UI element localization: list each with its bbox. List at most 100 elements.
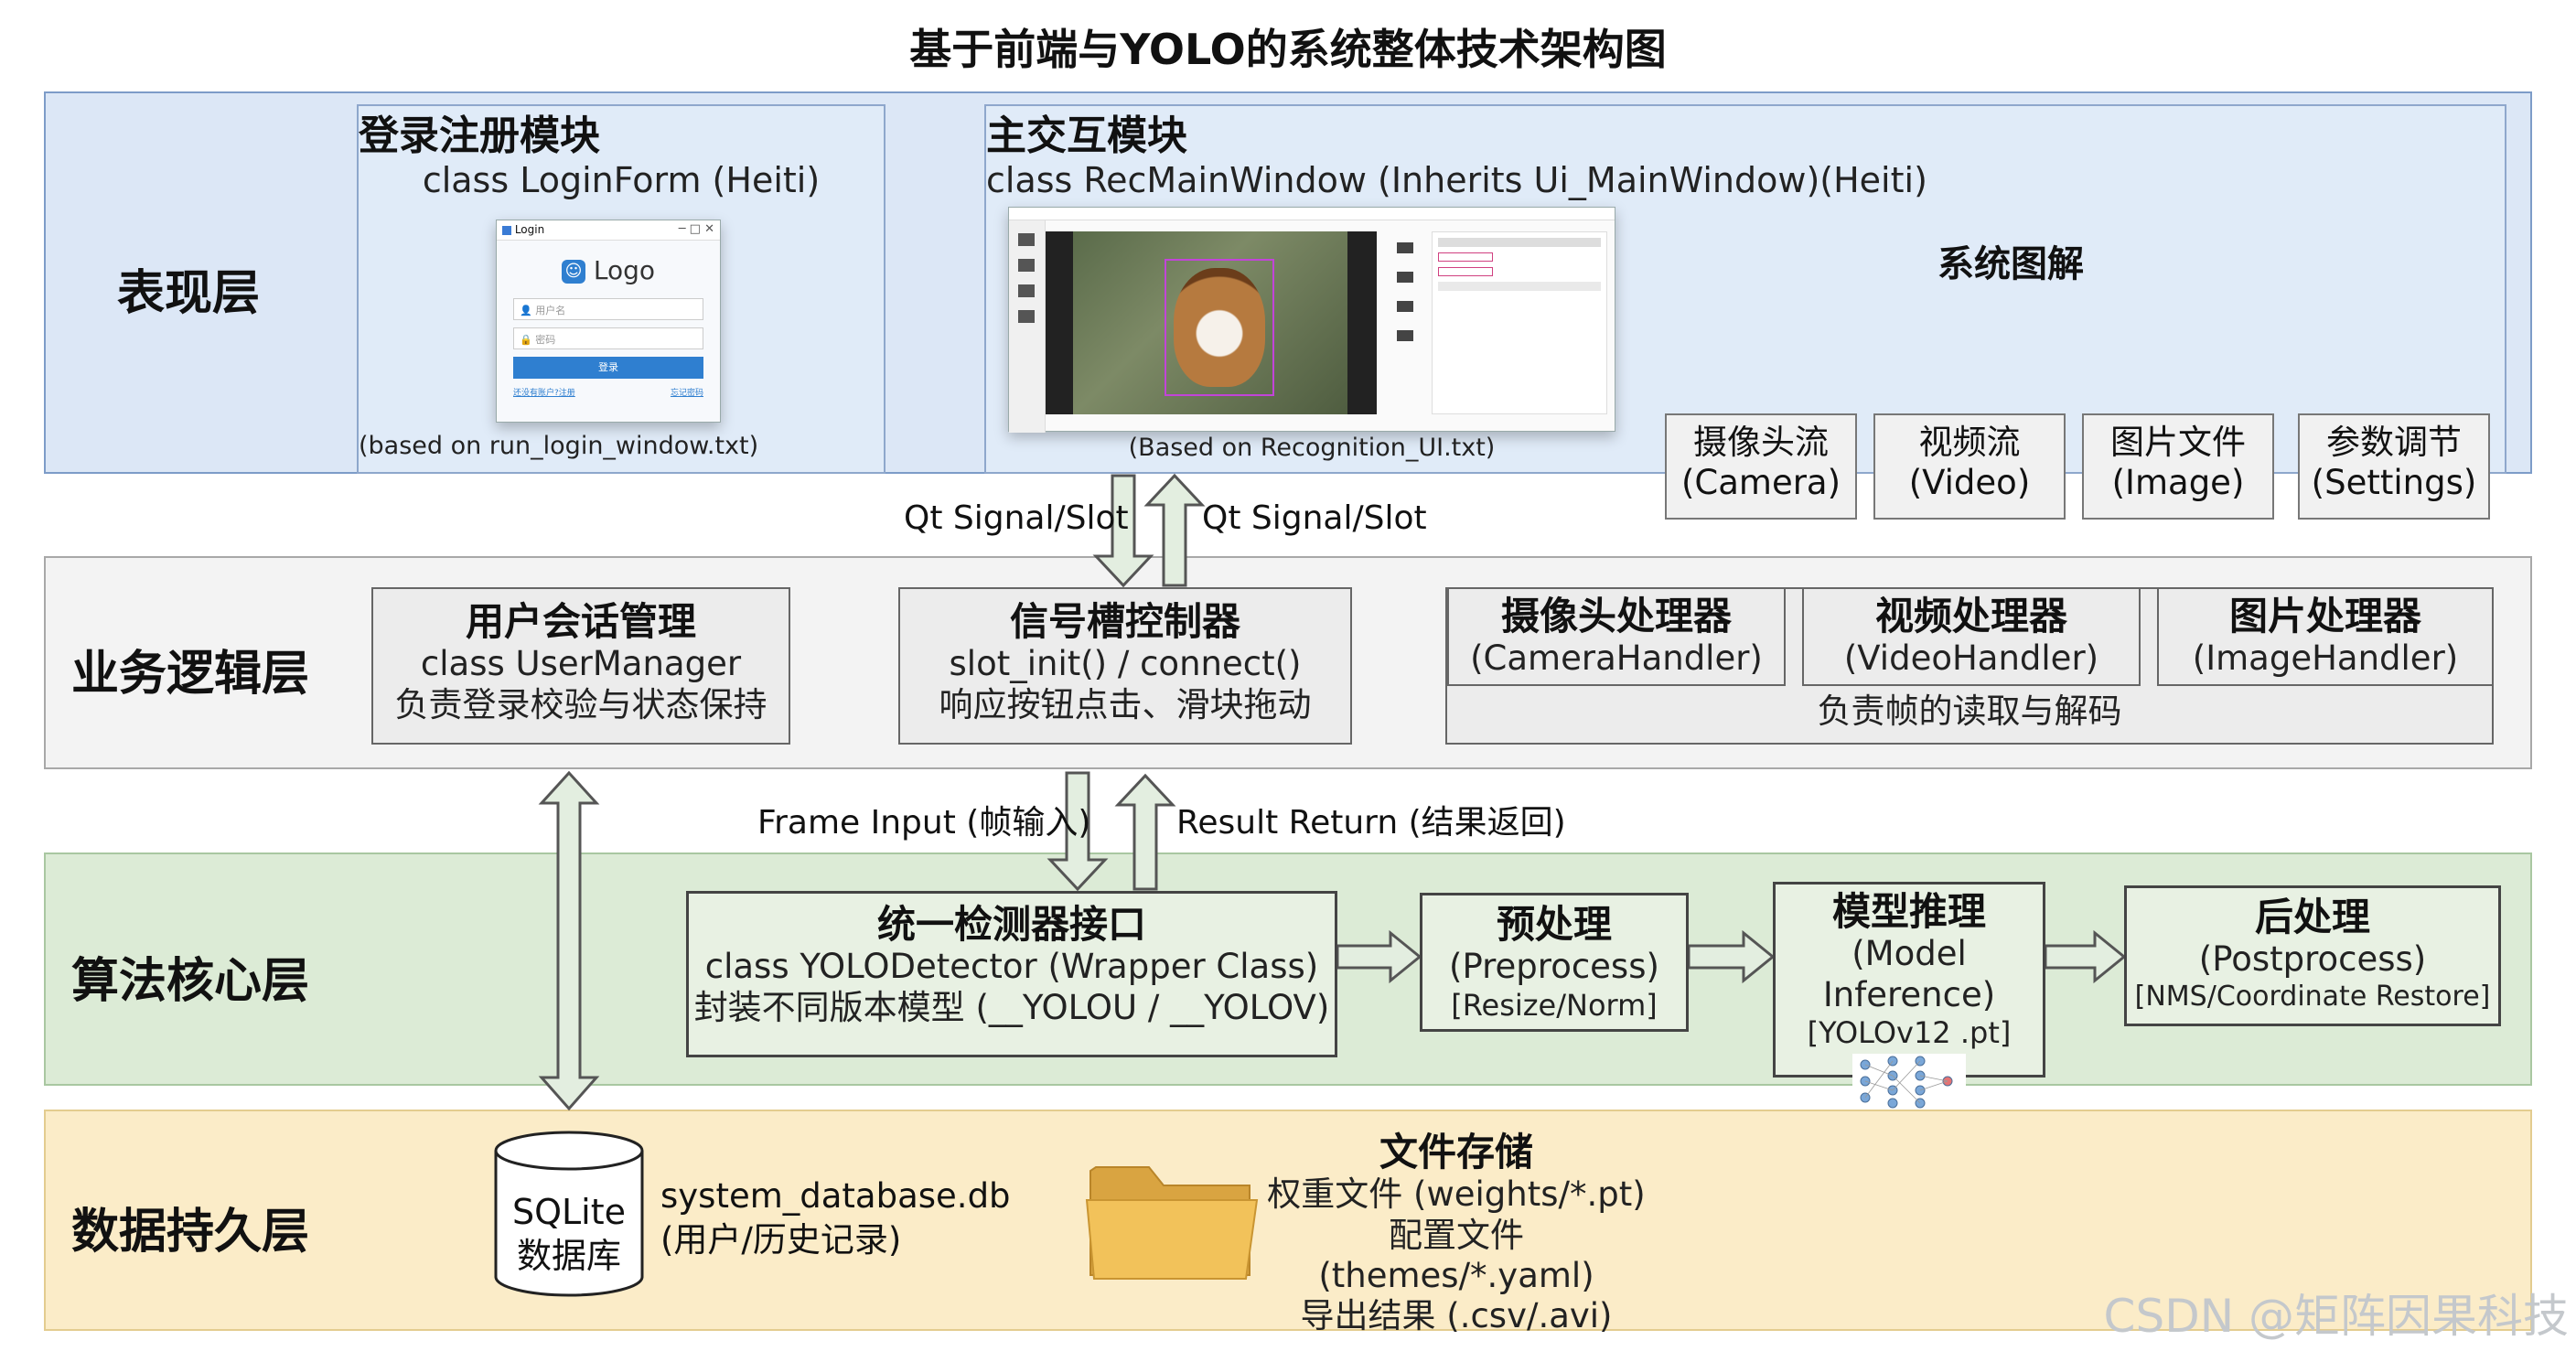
storage-export: 导出结果 (.csv/.avi) bbox=[1300, 1296, 1613, 1336]
postprocess-title: 后处理 bbox=[2254, 895, 2370, 939]
detection-box bbox=[1165, 259, 1274, 396]
database-icon bbox=[494, 1131, 644, 1297]
frame-input-label: Frame Input (帧输入) bbox=[757, 804, 1091, 842]
signal-controller-title: 信号槽控制器 bbox=[1009, 599, 1240, 644]
video-stream-box: 视频流(Video) bbox=[1873, 413, 2066, 520]
result-return-arrow bbox=[1114, 773, 1176, 891]
result-table bbox=[1432, 231, 1607, 414]
logo-text: Logo bbox=[593, 255, 656, 285]
qt-signal-label-right: Qt Signal/Slot bbox=[1202, 499, 1427, 537]
register-link[interactable]: 还没有账户?注册 bbox=[513, 389, 575, 398]
dog-figure bbox=[1174, 268, 1265, 387]
main-module-title: 主交互模块 bbox=[986, 113, 1187, 159]
neural-network-icon bbox=[1852, 1054, 1966, 1110]
detector-class: class YOLODetector (Wrapper Class) bbox=[704, 947, 1319, 987]
preprocess-box: 预处理 (Preprocess) [Resize/Norm] bbox=[1420, 893, 1689, 1032]
login-button[interactable]: 登录 bbox=[513, 357, 703, 379]
logo-icon: ☺ bbox=[561, 260, 585, 284]
unified-detector-interface: 统一检测器接口 class YOLODetector (Wrapper Clas… bbox=[686, 891, 1337, 1057]
user-session-manager: 用户会话管理 class UserManager 负责登录校验与状态保持 bbox=[371, 587, 790, 745]
main-module-note: (Based on Recognition_UI.txt) bbox=[1128, 434, 1496, 462]
preprocess-title: 预处理 bbox=[1496, 902, 1612, 947]
postprocess-box: 后处理 (Postprocess) [NMS/Coordinate Restor… bbox=[2124, 885, 2501, 1026]
diagram-title: 基于前端与YOLO的系统整体技术架构图 bbox=[909, 25, 1667, 74]
system-diagram-title: 系统图解 bbox=[1937, 243, 2084, 285]
frame-input-arrow bbox=[1046, 771, 1109, 892]
signal-slot-controller: 信号槽控制器 slot_init() / connect() 响应按钮点击、滑块… bbox=[898, 587, 1352, 745]
folder-icon bbox=[1085, 1166, 1259, 1280]
signal-controller-methods: slot_init() / connect() bbox=[949, 644, 1302, 684]
user-session-desc: 负责登录校验与状态保持 bbox=[394, 684, 767, 724]
video-handler-title: 视频处理器 bbox=[1874, 594, 2067, 638]
storage-weights: 权重文件 (weights/*.pt) bbox=[1267, 1174, 1646, 1215]
presentation-layer-label: 表现层 bbox=[117, 266, 261, 321]
video-handler: 视频处理器 (VideoHandler) bbox=[1802, 587, 2141, 686]
algorithm-layer-label: 算法核心层 bbox=[71, 954, 310, 1009]
watermark: CSDN @矩阵因果科技 bbox=[2103, 1290, 2569, 1343]
image-file-box: 图片文件(Image) bbox=[2082, 413, 2274, 520]
image-handler-title: 图片处理器 bbox=[2228, 594, 2421, 638]
user-session-class: class UserManager bbox=[420, 644, 742, 684]
inference-to-postprocess-arrow bbox=[2044, 929, 2127, 984]
settings-box: 参数调节(Settings) bbox=[2298, 413, 2490, 520]
database-label: SQLite 数据库 bbox=[511, 1192, 627, 1276]
inference-title: 模型推理 bbox=[1831, 889, 1986, 934]
qt-signal-up-arrow bbox=[1143, 473, 1206, 587]
qt-signal-label-left: Qt Signal/Slot bbox=[904, 499, 1129, 537]
camera-handler-sub: (CameraHandler) bbox=[1470, 638, 1763, 679]
window-controls-icon[interactable]: ─ □ ✕ bbox=[678, 222, 714, 236]
data-layer-label: 数据持久层 bbox=[71, 1205, 310, 1260]
recognition-sidebar bbox=[1009, 220, 1046, 433]
postprocess-sub: (Postprocess) bbox=[2198, 939, 2427, 980]
detector-desc: 封装不同版本模型 (__YOLOU / __YOLOV) bbox=[693, 987, 1330, 1027]
storage-config: 配置文件 (themes/*.yaml) bbox=[1318, 1215, 1594, 1296]
camera-stream-box: 摄像头流(Camera) bbox=[1665, 413, 1857, 520]
login-module-note: (based on run_login_window.txt) bbox=[359, 432, 759, 460]
app-icon bbox=[502, 225, 511, 235]
user-session-title: 用户会话管理 bbox=[465, 599, 696, 644]
login-module-title: 登录注册模块 bbox=[359, 113, 600, 159]
detector-to-preprocess-arrow bbox=[1336, 929, 1422, 984]
login-module: 登录注册模块 class LoginForm (Heiti) Login ─ □… bbox=[357, 104, 886, 474]
model-inference-box: 模型推理 (Model Inference) [YOLOv12 .pt] bbox=[1773, 882, 2045, 1110]
camera-handler-title: 摄像头处理器 bbox=[1500, 594, 1732, 638]
qt-signal-down-arrow bbox=[1092, 474, 1154, 588]
file-storage-title: 文件存储 bbox=[1379, 1130, 1533, 1174]
handlers-note: 负责帧的读取与解码 bbox=[1817, 692, 2122, 731]
inference-model: [YOLOv12 .pt] bbox=[1807, 1015, 2012, 1051]
recognition-window-titlebar bbox=[1009, 208, 1615, 220]
detector-title: 统一检测器接口 bbox=[876, 902, 1146, 947]
login-window-preview: Login ─ □ ✕ ☺ Logo 👤 用户名 🔒 密码 登录 还没有账户?注… bbox=[496, 220, 721, 423]
recognition-tool-column bbox=[1384, 231, 1428, 414]
video-icon[interactable] bbox=[1018, 259, 1035, 272]
business-layer-label: 业务逻辑层 bbox=[71, 647, 310, 702]
postprocess-ops: [NMS/Coordinate Restore] bbox=[2134, 980, 2491, 1013]
signal-controller-desc: 响应按钮点击、滑块拖动 bbox=[939, 684, 1312, 724]
file-storage-info: 文件存储 权重文件 (weights/*.pt) 配置文件 (themes/*.… bbox=[1255, 1130, 1658, 1337]
login-window-titlebar: Login ─ □ ✕ bbox=[497, 220, 720, 241]
preprocess-to-inference-arrow bbox=[1687, 929, 1776, 984]
database-file-desc: (用户/历史记录) bbox=[660, 1220, 902, 1260]
inference-sub: (Model Inference) bbox=[1822, 934, 1996, 1014]
image-icon[interactable] bbox=[1018, 284, 1035, 297]
settings-icon[interactable] bbox=[1018, 310, 1035, 323]
camera-handler: 摄像头处理器 (CameraHandler) bbox=[1447, 587, 1786, 686]
data-layer bbox=[44, 1110, 2532, 1331]
image-handler-sub: (ImageHandler) bbox=[2192, 638, 2459, 679]
image-handler: 图片处理器 (ImageHandler) bbox=[2157, 587, 2494, 686]
user-db-double-arrow bbox=[538, 770, 600, 1111]
detection-preview-image bbox=[1046, 231, 1377, 414]
forgot-password-link[interactable]: 忘记密码 bbox=[670, 389, 703, 398]
password-field[interactable]: 🔒 密码 bbox=[513, 327, 703, 349]
username-field[interactable]: 👤 用户名 bbox=[513, 298, 703, 320]
camera-icon[interactable] bbox=[1018, 233, 1035, 246]
video-handler-sub: (VideoHandler) bbox=[1843, 638, 2099, 679]
preprocess-ops: [Resize/Norm] bbox=[1451, 987, 1658, 1023]
login-module-class: class LoginForm (Heiti) bbox=[422, 159, 821, 200]
preprocess-sub: (Preprocess) bbox=[1449, 947, 1659, 987]
result-return-label: Result Return (结果返回) bbox=[1176, 804, 1566, 842]
recognition-window-preview bbox=[1008, 207, 1615, 433]
database-file-name: system_database.db bbox=[660, 1176, 1011, 1216]
login-logo: ☺ Logo bbox=[497, 255, 720, 285]
